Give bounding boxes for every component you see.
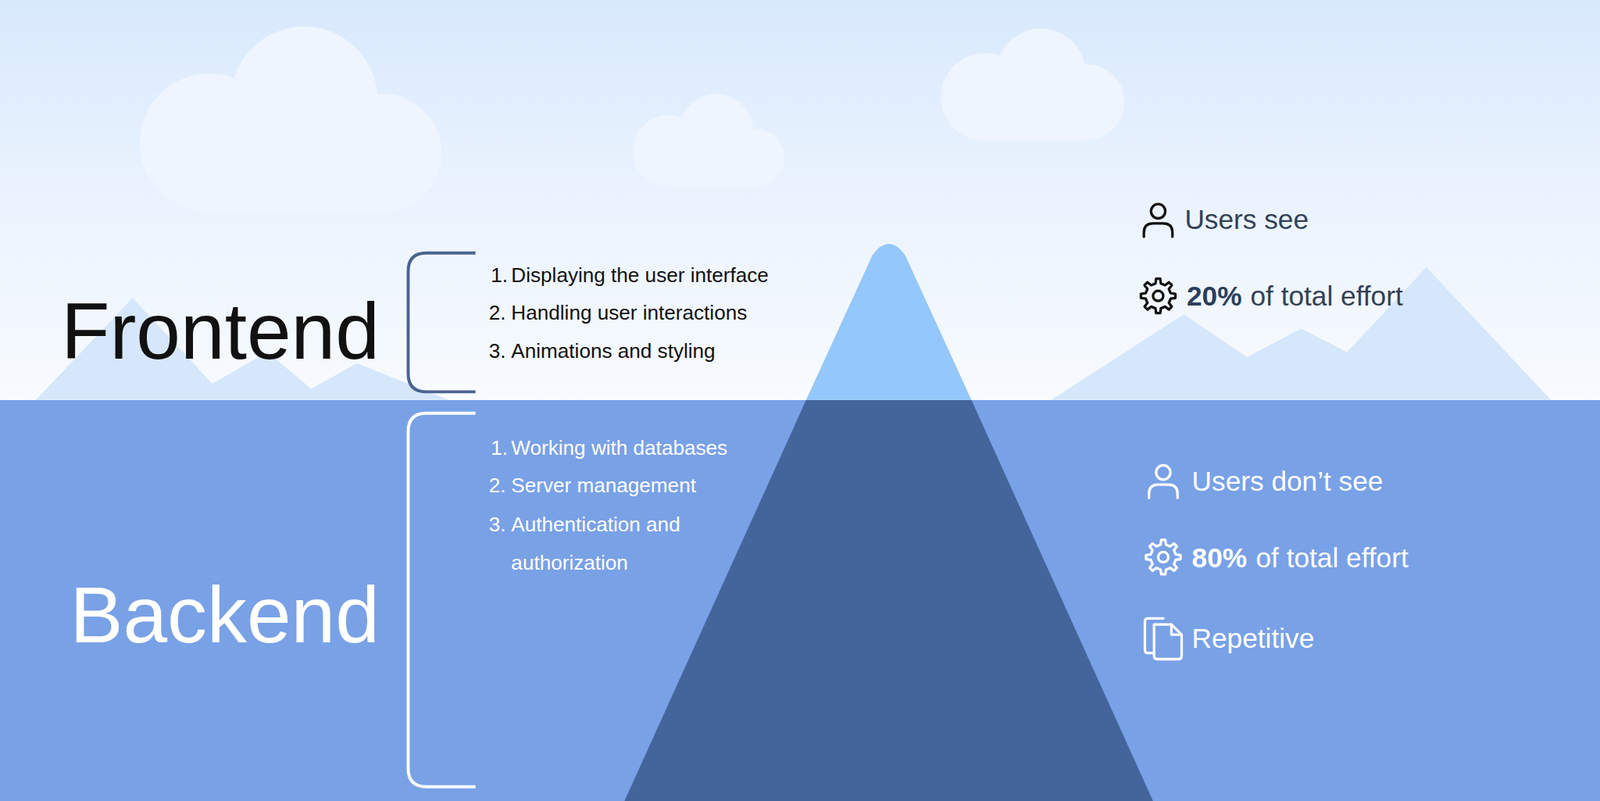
visibility-note: Users don’t see bbox=[1192, 464, 1384, 498]
list-number: 2. bbox=[489, 300, 507, 325]
list-item: Working with databases bbox=[510, 435, 728, 461]
effort-text: of total effort bbox=[1255, 541, 1408, 575]
section-title: Frontend bbox=[12, 283, 380, 379]
list-number: 3. bbox=[489, 339, 507, 364]
list-number: 1. bbox=[490, 435, 508, 461]
list-item: Animations and styling bbox=[510, 339, 715, 364]
list-item: Server management bbox=[510, 473, 697, 498]
frontend-band: Frontend1.Displaying the user interface2… bbox=[0, 0, 1600, 400]
visibility-note: Users see bbox=[1184, 203, 1309, 236]
section-title: Backend bbox=[12, 567, 380, 663]
effort-value: 20% bbox=[1186, 279, 1243, 313]
list-number: 1. bbox=[490, 263, 508, 288]
list-item: Authentication and authorization bbox=[510, 505, 746, 582]
trait-note: Repetitive bbox=[1192, 621, 1315, 655]
list-number: 3. bbox=[489, 512, 507, 537]
effort-value: 80% bbox=[1192, 541, 1248, 575]
effort-text: of total effort bbox=[1250, 279, 1403, 313]
list-number: 2. bbox=[489, 473, 507, 498]
list-item: Handling user interactions bbox=[510, 300, 747, 325]
backend-band: Backend 1.Working with databases2.Server … bbox=[0, 400, 1600, 801]
list-item: Displaying the user interface bbox=[510, 263, 768, 288]
